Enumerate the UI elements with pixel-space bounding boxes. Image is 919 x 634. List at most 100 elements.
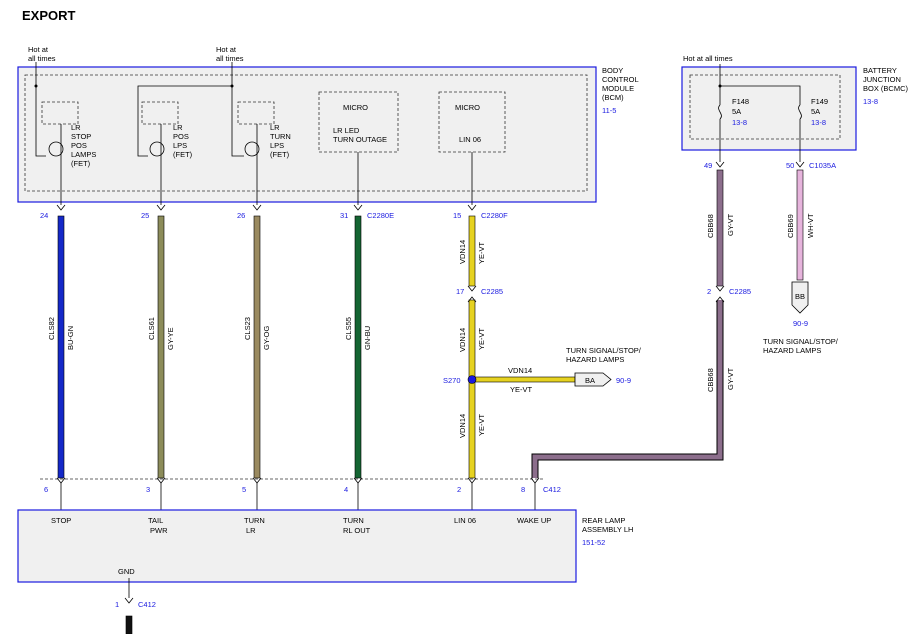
wire-vdn14-branch[interactable] [474, 376, 576, 383]
fet2-l2: POS [173, 132, 189, 141]
bjb-inner [689, 74, 841, 140]
bjb-name-1: BATTERY [863, 66, 897, 75]
wire-cls82[interactable] [57, 215, 65, 479]
fuse-f148-ref: 13-8 [732, 118, 747, 127]
bcm-box[interactable] [17, 66, 597, 203]
bjb-name-3: BOX (BCMC) [863, 84, 909, 93]
rear-label-turn-rl-1: TURN [343, 516, 364, 525]
rear-pin-6: 6 [44, 485, 48, 494]
bb-connector-shape[interactable] [791, 281, 809, 314]
splice-label: S270 [443, 376, 461, 385]
c2285-label-gy: C2285 [729, 287, 751, 296]
ba-desc-1: TURN SIGNAL/STOP/ [566, 346, 642, 355]
bcm-pin-25: 25 [141, 211, 149, 220]
wire-cls61[interactable] [157, 215, 165, 479]
hot-feed-1 [35, 62, 46, 157]
bjb-pin50-arrow [795, 161, 805, 168]
wire-vdn14-color-1: YE-VT [477, 241, 486, 264]
fet1-l4: LAMPS [71, 150, 96, 159]
fuse-f149-icon [798, 104, 802, 120]
rear-pin-5: 5 [242, 485, 246, 494]
fet3-l4: (FET) [270, 150, 290, 159]
page-title: EXPORT [22, 8, 76, 23]
rear-label-stop: STOP [51, 516, 71, 525]
wire-cls55[interactable] [354, 215, 362, 479]
rear-label-turn-lr-2: LR [246, 526, 256, 535]
rear-pin-8: 8 [521, 485, 525, 494]
wire-cbb68-upper[interactable] [716, 169, 724, 287]
wire-cls61-circuit: CLS61 [147, 317, 156, 340]
gnd-label: GND [118, 567, 135, 576]
wire-cbb68-color-2: GY-VT [726, 367, 735, 390]
bb-desc-2: HAZARD LAMPS [763, 346, 821, 355]
c2285-arrow-lin-down [467, 285, 477, 292]
wire-cbb68-color-1: GY-VT [726, 213, 735, 236]
bcm-pin-15: 15 [453, 211, 461, 220]
wire-cbb68-circuit-2: CBB68 [706, 368, 715, 392]
rear-label-wakeup: WAKE UP [517, 516, 551, 525]
wire-cbb68-lower[interactable] [532, 300, 723, 478]
bcm-pin-24: 24 [40, 211, 48, 220]
fuse-f149-rating: 5A [811, 107, 820, 116]
gnd-pin: 1 [115, 600, 119, 609]
micro1-label: MICRO [343, 103, 368, 112]
fuse-f148-icon [718, 104, 722, 120]
wire-cbb69-color: WH-VT [806, 213, 815, 238]
feed-dot-1 [34, 84, 38, 88]
bcm-name-2: CONTROL [602, 75, 639, 84]
wire-vdn14-lower[interactable] [468, 299, 476, 479]
c2285-pin-2: 2 [707, 287, 711, 296]
wire-gnd[interactable] [125, 615, 133, 634]
bcm-ref: 11-5 [602, 106, 616, 115]
bjb-connector: C1035A [809, 161, 836, 170]
bcm-name-1: BODY [602, 66, 623, 75]
rear-label-turn-rl-2: RL OUT [343, 526, 371, 535]
micro1-box [318, 91, 399, 153]
wire-vdn14-circuit-3: VDN14 [458, 414, 467, 438]
fet1-box [41, 101, 79, 125]
gnd-connector: C412 [138, 600, 156, 609]
wire-vdn14-circuit-2: VDN14 [458, 328, 467, 352]
wire-cbb69-circuit: CBB69 [786, 214, 795, 238]
rear-label-tail: TAIL [148, 516, 163, 525]
fet1-l5: (FET) [71, 159, 91, 168]
rear-pin-leads [60, 483, 536, 512]
fet2-box [141, 101, 179, 125]
fet2-l3: LPS [173, 141, 187, 150]
bb-desc-1: TURN SIGNAL/STOP/ [763, 337, 839, 346]
fet1-l1: LR [71, 123, 81, 132]
bcm-pin-31: 31 [340, 211, 348, 220]
splice-s270[interactable] [467, 375, 477, 384]
wire-cbb69[interactable] [796, 169, 804, 281]
rear-lamp-name-1: REAR LAMP [582, 516, 625, 525]
c2285-label-lin: C2285 [481, 287, 503, 296]
hot-label-3: Hot at all times [683, 54, 733, 63]
c2285-pin-17: 17 [456, 287, 464, 296]
bjb-pin-50: 50 [786, 161, 794, 170]
fet2-l4: (FET) [173, 150, 193, 159]
wire-vdn14-color-2: YE-VT [477, 327, 486, 350]
rear-label-lin06: LIN 06 [454, 516, 476, 525]
ba-desc-2: HAZARD LAMPS [566, 355, 624, 364]
connector-c2280e: C2280E [367, 211, 394, 220]
wire-cbb68-lower-outline [531, 300, 724, 478]
rear-label-pwr: PWR [150, 526, 168, 535]
c2285-arrow-lin-up [467, 296, 477, 303]
rear-pin-2: 2 [457, 485, 461, 494]
micro2-label: MICRO [455, 103, 480, 112]
wire-vdn14-upper[interactable] [468, 215, 476, 287]
micro2-l1: LIN 06 [459, 135, 481, 144]
wire-cls23-color: GY-OG [262, 326, 271, 350]
rear-connector: C412 [543, 485, 561, 494]
micro2-box [438, 91, 506, 153]
wire-cls23-circuit: CLS23 [243, 317, 252, 340]
branch-color: YE-VT [510, 385, 533, 394]
c2285-arrow-gy-down [715, 285, 725, 292]
bjb-box[interactable] [681, 66, 857, 151]
wire-cls55-circuit: CLS55 [344, 317, 353, 340]
ba-ref: 90-9 [616, 376, 631, 385]
rear-lamp-box[interactable] [17, 509, 577, 583]
ba-connector-shape[interactable] [574, 372, 612, 387]
wire-cls23[interactable] [253, 215, 261, 479]
